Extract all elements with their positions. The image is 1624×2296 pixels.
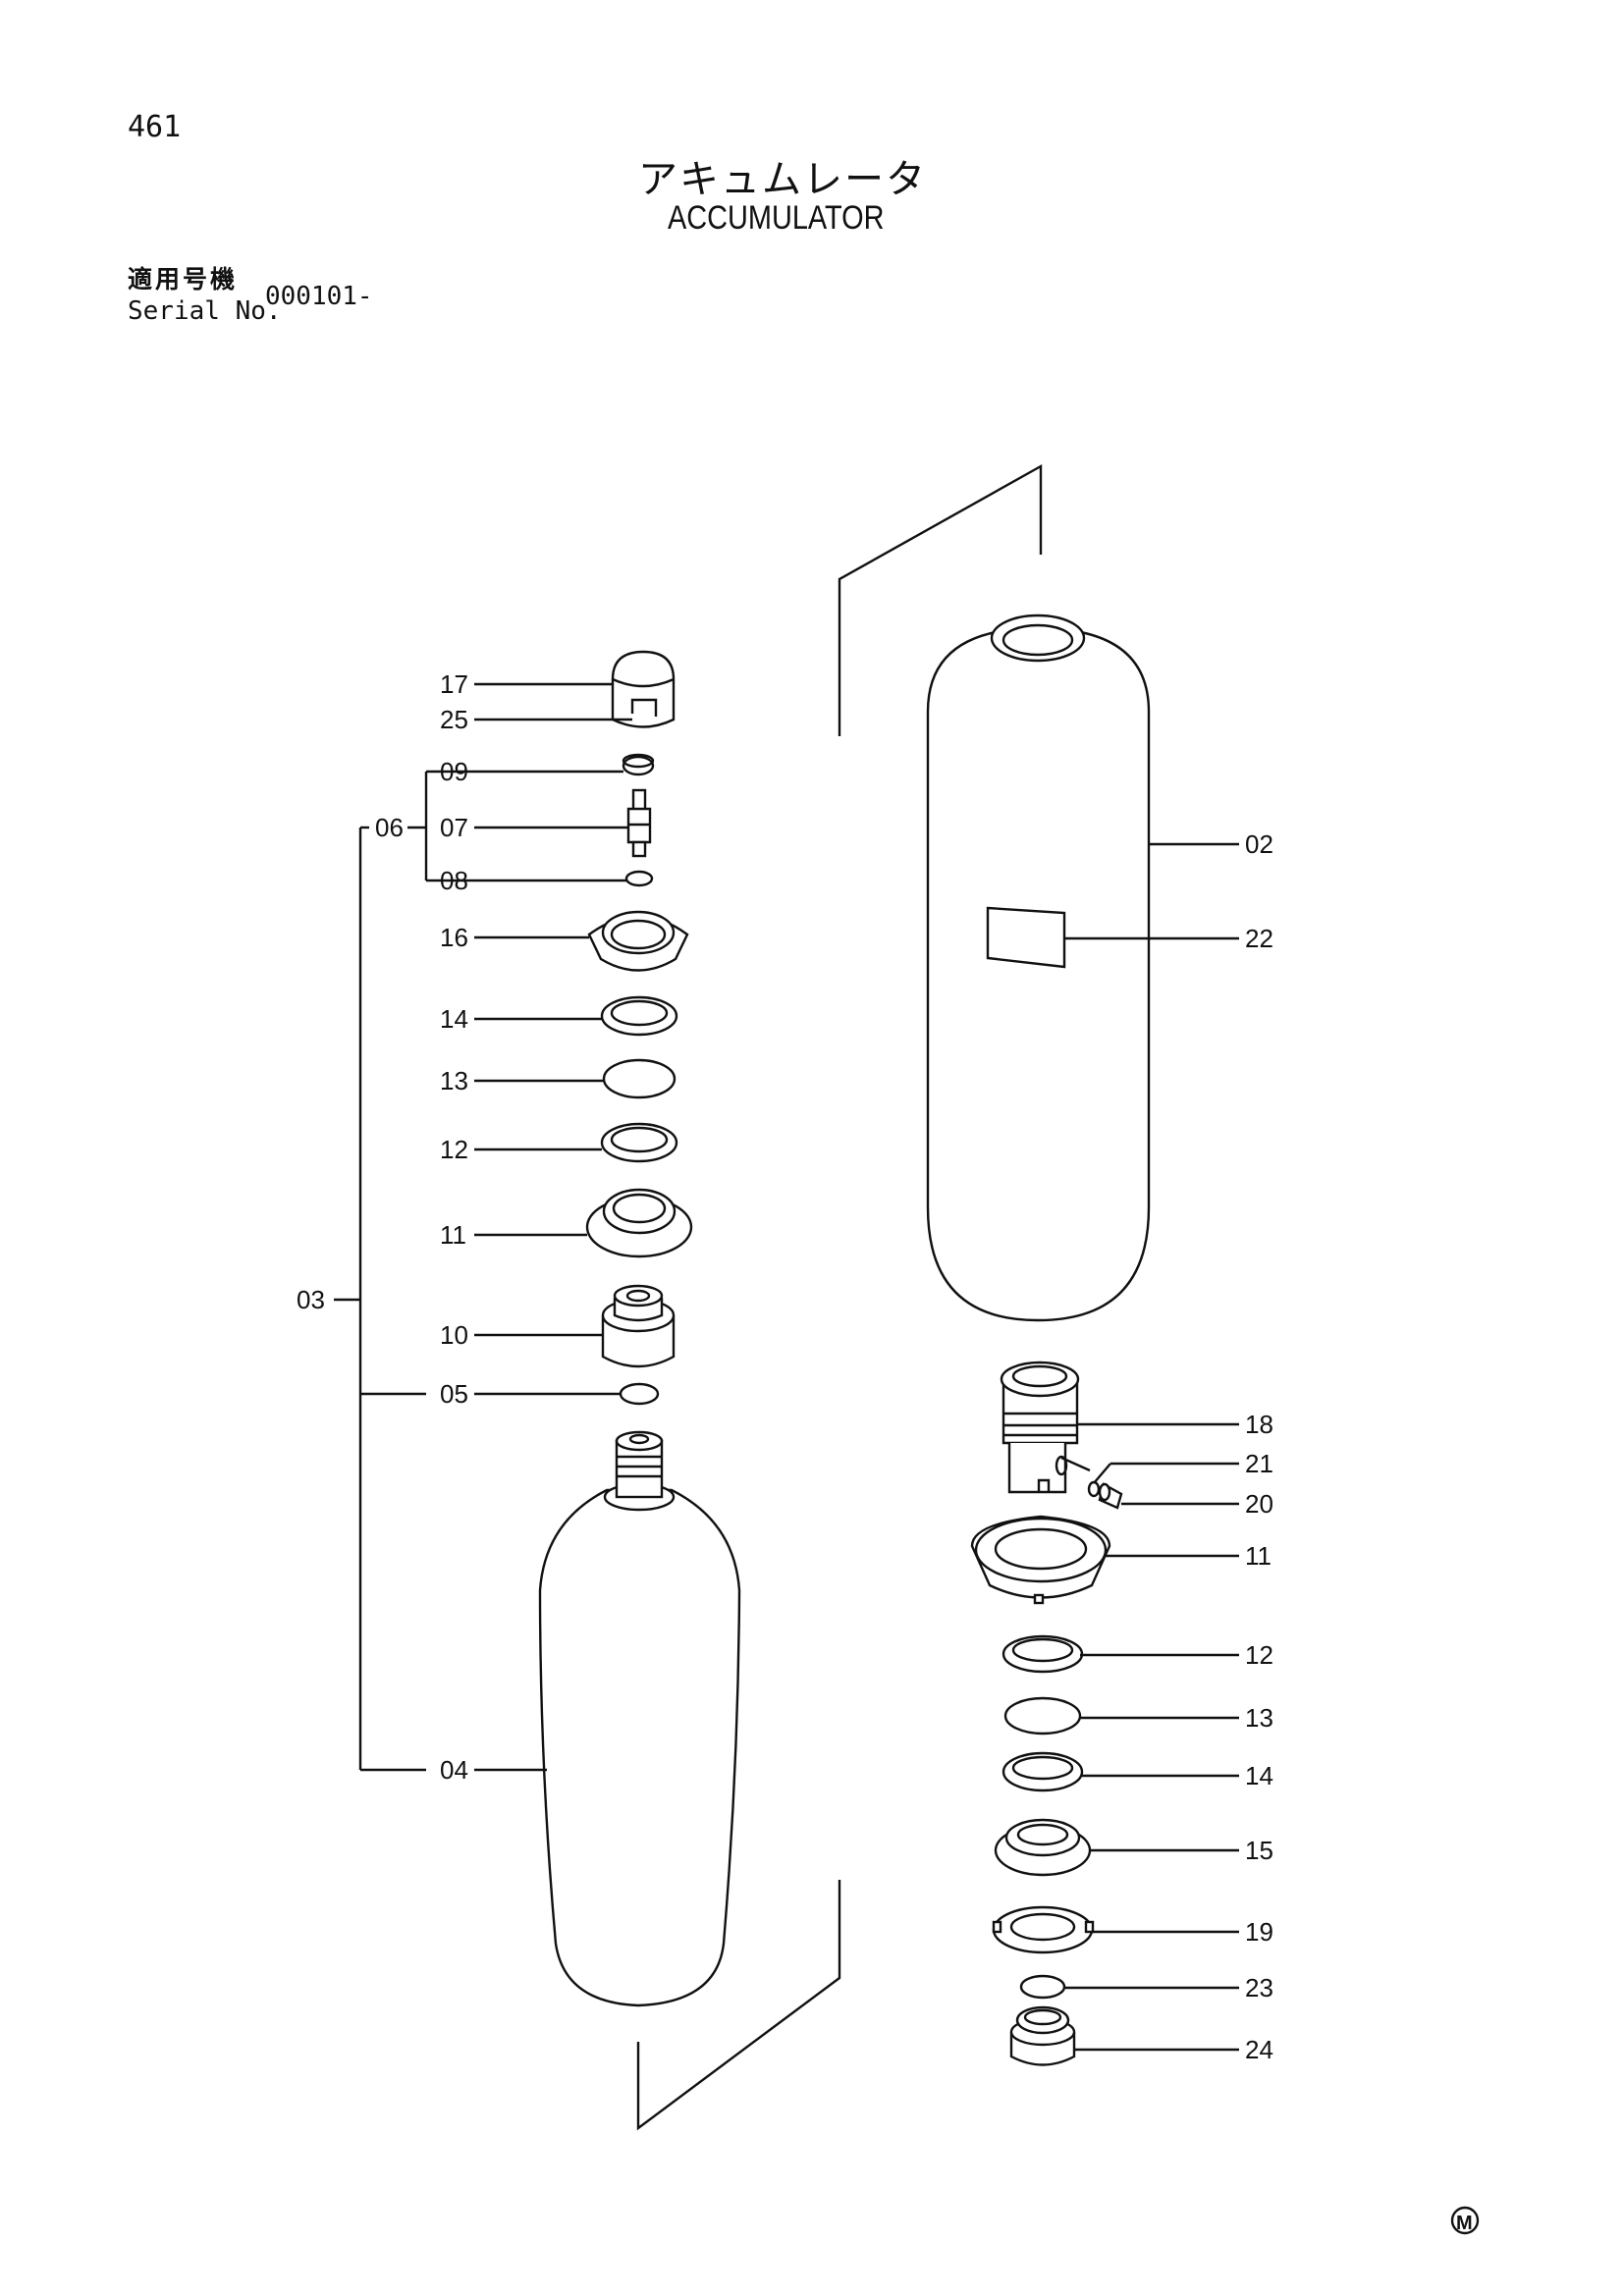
circled-m-mark: M bbox=[1450, 2206, 1480, 2235]
plug-part-20 bbox=[1098, 1482, 1123, 1510]
callout-11: 11 bbox=[440, 1220, 466, 1250]
callout-20: 20 bbox=[1245, 1489, 1273, 1519]
callout-17: 17 bbox=[440, 669, 468, 699]
callout-10: 10 bbox=[440, 1320, 468, 1350]
seal-part-12-right bbox=[1001, 1634, 1084, 1674]
part-05 bbox=[619, 1382, 660, 1406]
callout-07: 07 bbox=[440, 813, 468, 842]
title-japanese: アキュムレータ bbox=[638, 157, 927, 202]
seal-part-14-right bbox=[1001, 1751, 1084, 1792]
serial-label-japanese: 適用号機 bbox=[128, 265, 239, 294]
callout-05: 05 bbox=[440, 1379, 468, 1409]
retainer-part-15 bbox=[994, 1818, 1092, 1877]
ring-part-19 bbox=[992, 1905, 1095, 1954]
callout-14: 14 bbox=[440, 1004, 468, 1034]
page-number: 461 bbox=[128, 110, 182, 144]
o-ring-part-21 bbox=[1087, 1480, 1101, 1498]
callout-13-right: 13 bbox=[1245, 1703, 1273, 1733]
callout-22: 22 bbox=[1245, 924, 1273, 953]
callout-14-right: 14 bbox=[1245, 1761, 1273, 1790]
callout-11-right: 11 bbox=[1245, 1541, 1272, 1571]
callout-04: 04 bbox=[440, 1755, 468, 1785]
callout-23: 23 bbox=[1245, 1973, 1273, 2002]
callout-15: 15 bbox=[1245, 1836, 1273, 1865]
disc-part-13-right bbox=[1003, 1696, 1082, 1735]
valve-part-07 bbox=[626, 788, 652, 858]
callout-21: 21 bbox=[1245, 1449, 1273, 1478]
callout-09: 09 bbox=[440, 757, 468, 786]
callout-19: 19 bbox=[1245, 1917, 1273, 1947]
valve-body-part-18 bbox=[1000, 1361, 1091, 1494]
callout-13: 13 bbox=[440, 1066, 468, 1095]
section-break-line-bottom bbox=[636, 1880, 841, 2131]
callout-12-right: 12 bbox=[1245, 1640, 1273, 1670]
serial-label-english: Serial No. bbox=[128, 296, 282, 326]
shell-part-02 bbox=[926, 614, 1151, 1322]
section-break-line-top bbox=[838, 463, 1043, 736]
part-23 bbox=[1019, 1974, 1066, 2000]
disc-part-13-left bbox=[602, 1058, 677, 1099]
callout-02: 02 bbox=[1245, 829, 1273, 859]
serial-number-value: 000101- bbox=[265, 282, 373, 311]
callout-18: 18 bbox=[1245, 1410, 1273, 1439]
callout-03: 03 bbox=[297, 1285, 325, 1314]
callout-08: 08 bbox=[440, 866, 468, 895]
cap-part-17 bbox=[611, 650, 676, 728]
svg-text:M: M bbox=[1456, 2213, 1473, 2234]
ring-part-16 bbox=[587, 910, 689, 972]
part-08 bbox=[624, 870, 654, 887]
nut-part-24 bbox=[1009, 2005, 1076, 2066]
callout-16: 16 bbox=[440, 923, 468, 952]
seal-part-14-left bbox=[600, 995, 678, 1037]
callout-24: 24 bbox=[1245, 2035, 1273, 2064]
seal-part-12-left bbox=[600, 1122, 678, 1163]
callout-06: 06 bbox=[375, 813, 404, 842]
flange-part-11-right bbox=[970, 1515, 1111, 1605]
nut-part-10 bbox=[601, 1284, 676, 1368]
flange-part-11-left bbox=[585, 1188, 693, 1258]
callout-25: 25 bbox=[440, 705, 468, 734]
title-english: ACCUMULATOR bbox=[668, 199, 885, 237]
callout-12: 12 bbox=[440, 1135, 468, 1164]
bladder-part-04 bbox=[538, 1430, 741, 2007]
